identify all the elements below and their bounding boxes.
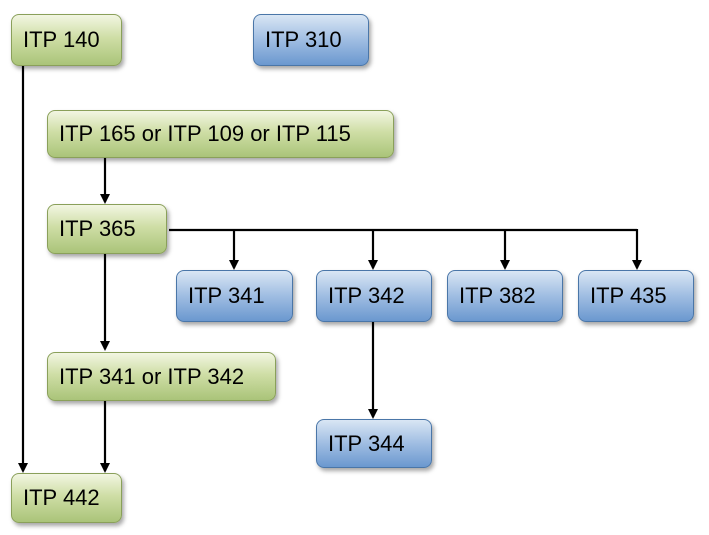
node-label: ITP 341 or ITP 342 [59, 363, 245, 389]
node-itp-344: ITP 344 [316, 419, 432, 468]
node-label: ITP 140 [23, 27, 100, 52]
node-itp-165-or-109-or-115: ITP 165 or ITP 109 or ITP 115 [47, 110, 394, 158]
node-itp-342: ITP 342 [316, 270, 432, 322]
node-label: ITP 344 [328, 430, 405, 456]
node-label: ITP 365 [59, 216, 136, 241]
node-label: ITP 341 [188, 283, 265, 308]
node-itp-435: ITP 435 [578, 270, 694, 322]
node-itp-341: ITP 341 [176, 270, 293, 322]
node-itp-442: ITP 442 [11, 473, 122, 523]
node-itp-140: ITP 140 [11, 14, 122, 66]
node-label: ITP 310 [265, 27, 342, 52]
node-label: ITP 382 [459, 283, 536, 308]
node-itp-341-or-342: ITP 341 or ITP 342 [47, 352, 276, 401]
node-label: ITP 165 or ITP 109 or ITP 115 [59, 121, 351, 146]
node-label: ITP 435 [590, 283, 667, 308]
node-label: ITP 342 [328, 283, 405, 308]
node-label: ITP 442 [23, 485, 100, 510]
node-itp-365: ITP 365 [47, 204, 167, 254]
node-itp-310: ITP 310 [253, 14, 369, 66]
node-itp-382: ITP 382 [447, 270, 563, 322]
